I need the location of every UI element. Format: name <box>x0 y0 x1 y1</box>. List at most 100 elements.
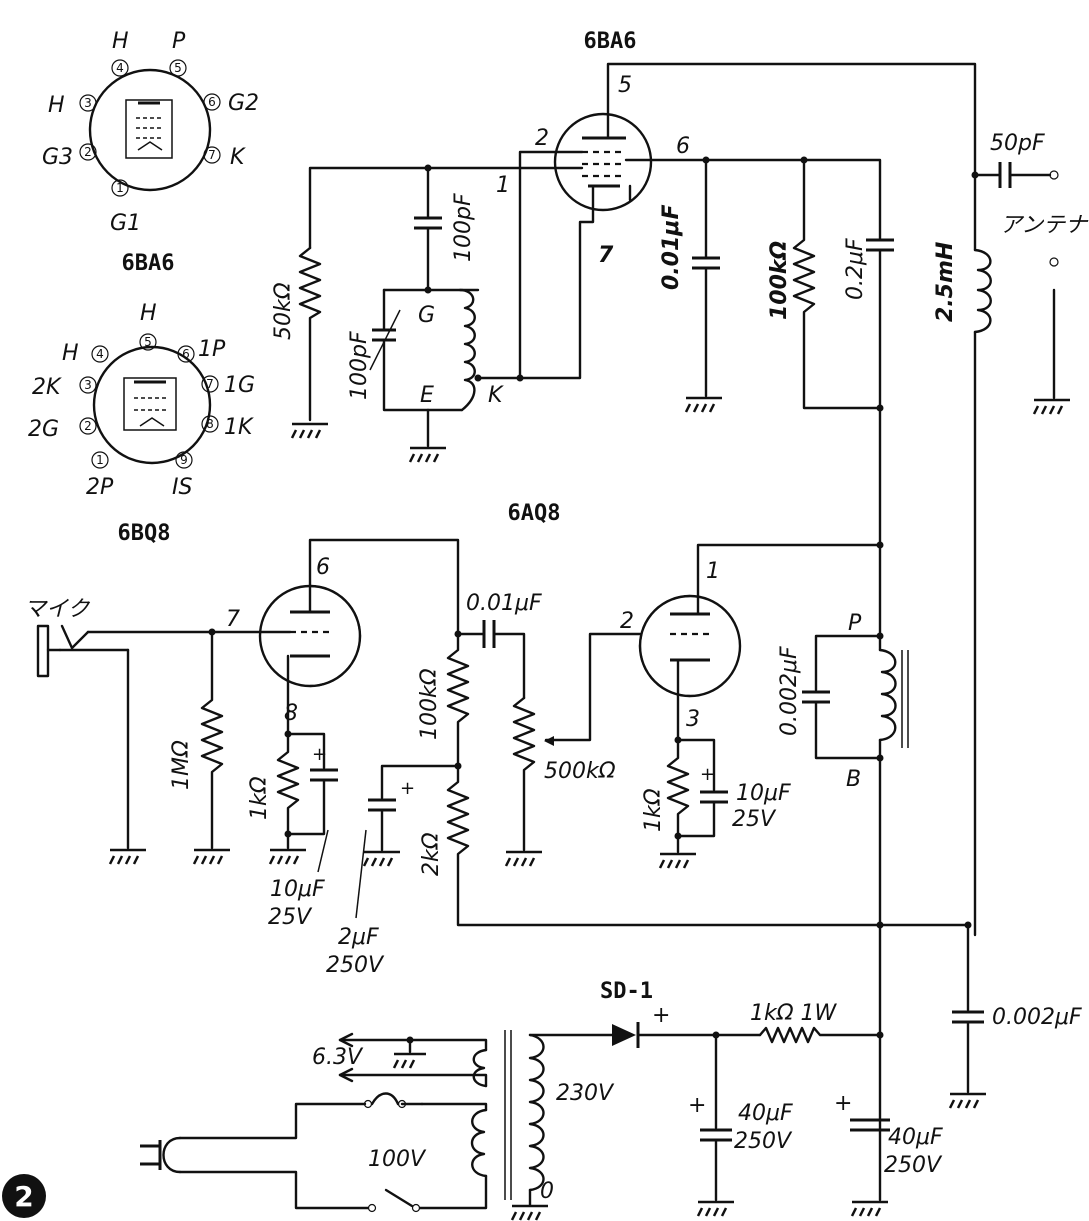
label-c-f1-value: 40μF <box>738 1101 793 1126</box>
pin-number: 6 <box>182 347 190 361</box>
label-primary: 100V <box>368 1147 427 1172</box>
label-c-couple: 0.01μF <box>466 591 542 616</box>
basing-title: 6BQ8 <box>118 521 171 546</box>
polarity-plus: + <box>312 744 327 765</box>
rf-oscillator-6ba6: 6BA6 5 2 1 6 7 50kΩ <box>271 29 1089 937</box>
tube-6aq8-unit2 <box>638 594 742 698</box>
pin-number: 7 <box>206 377 214 391</box>
label-c-ant: 50pF <box>990 131 1045 156</box>
label-mod-b: B <box>846 767 861 792</box>
pin-number: 7 <box>208 148 216 162</box>
pin-label: 2K <box>32 375 62 400</box>
basing-6bq8: 5 6 7 8 9 1 2 3 4 H 1P 1G 1K IS 2P 2G 2K… <box>28 301 255 546</box>
label-c-f2-voltage: 250V <box>884 1153 943 1178</box>
label-c-k1-value: 10μF <box>270 877 325 902</box>
label-heater: 6.3V <box>312 1045 364 1070</box>
label-c-screen: 0.01μF <box>659 205 684 291</box>
label-r-dec: 2kΩ <box>419 832 444 876</box>
polarity-plus: + <box>652 1003 670 1028</box>
figure-number: 2 <box>14 1180 33 1213</box>
pin-number: 3 <box>84 96 92 110</box>
label-r-k1: 1kΩ <box>247 776 272 820</box>
label-c-screen2: 0.2μF <box>843 238 868 300</box>
pin-label: 1P <box>198 337 226 362</box>
label-mod-p: P <box>848 611 862 636</box>
pin-label: 5 <box>618 73 632 98</box>
label-c-tank: 100pF <box>347 331 372 400</box>
pin-number: 9 <box>180 453 188 467</box>
pin-label: IS <box>172 475 192 500</box>
label-diode: SD-1 <box>600 979 653 1004</box>
label-mic: マイク <box>24 597 91 622</box>
label-r-mic: 1MΩ <box>169 740 194 790</box>
pin-label: 6 <box>316 555 330 580</box>
pin-number: 5 <box>174 61 182 75</box>
label-rfc: 2.5mH <box>933 242 958 322</box>
pin-number: 3 <box>84 378 92 392</box>
label-r-k2: 1kΩ <box>641 788 666 832</box>
label-c-f2-value: 40μF <box>888 1125 943 1150</box>
pin-number: 1 <box>116 181 124 195</box>
basing-6ba6: 4 5 6 7 1 2 3 H P G2 K G1 G3 H 6BA6 <box>42 29 259 276</box>
pin-label: P <box>172 29 186 54</box>
pin-number: 2 <box>84 419 92 433</box>
label-c-dec-voltage: 250V <box>326 953 385 978</box>
label-c-k2-voltage: 25V <box>732 807 777 832</box>
polarity-plus: + <box>700 764 715 785</box>
pin-number: 8 <box>206 417 214 431</box>
tube-title-6aq8: 6AQ8 <box>508 501 561 526</box>
pin-number: 4 <box>96 347 104 361</box>
pin-number: 6 <box>208 95 216 109</box>
pin-label: H <box>140 301 157 326</box>
tube-title-6ba6: 6BA6 <box>584 29 637 54</box>
label-tap-k: K <box>488 383 504 408</box>
pin-label: K <box>230 145 246 170</box>
label-r-filter: 1kΩ 1W <box>750 1001 838 1026</box>
label-r-load: 100kΩ <box>417 668 442 740</box>
pin-number: 1 <box>96 453 104 467</box>
basing-title: 6BA6 <box>122 251 175 276</box>
label-zero: 0 <box>540 1179 554 1204</box>
label-tap-e: E <box>420 383 434 408</box>
label-secondary: 230V <box>556 1081 615 1106</box>
pin-label: 1 <box>706 559 720 584</box>
label-pot: 500kΩ <box>544 759 616 784</box>
pin-label: H <box>62 341 79 366</box>
power-supply: 0.002μF SD-1 + 1kΩ 1W + 40μF 250V + 40μF… <box>2 923 1082 1221</box>
pin-label: G1 <box>110 211 141 236</box>
label-c-mod: 0.002μF <box>777 646 802 736</box>
label-r-grid: 50kΩ <box>271 282 296 340</box>
pin-number: 2 <box>84 145 92 159</box>
label-c-grid: 100pF <box>451 193 476 262</box>
pin-label: 1 <box>496 173 510 198</box>
label-c-f1-voltage: 250V <box>734 1129 793 1154</box>
tube-6ba6 <box>553 112 653 212</box>
pin-label: 1K <box>224 415 254 440</box>
label-c-bypass: 0.002μF <box>992 1005 1082 1030</box>
polarity-plus: + <box>400 778 415 799</box>
pin-label: 2G <box>28 417 59 442</box>
pin-label: 7 <box>226 607 240 632</box>
polarity-plus: + <box>688 1093 706 1118</box>
pin-label: G2 <box>228 91 259 116</box>
label-tap-g: G <box>418 303 435 328</box>
pin-label: H <box>112 29 129 54</box>
pin-label: 3 <box>686 707 700 732</box>
pin-label: H <box>48 93 65 118</box>
label-c-dec-value: 2μF <box>338 925 379 950</box>
pin-label: 2 <box>535 126 549 151</box>
pin-label: 7 <box>598 243 614 268</box>
pin-number: 5 <box>144 335 152 349</box>
pin-label: 8 <box>284 701 298 726</box>
label-c-k2-value: 10μF <box>736 781 791 806</box>
pin-label: 6 <box>676 134 690 159</box>
label-c-k1-voltage: 25V <box>268 905 313 930</box>
pin-label: 1G <box>224 373 255 398</box>
pin-number: 4 <box>116 61 124 75</box>
pin-label: 2P <box>86 475 114 500</box>
label-antenna: アンテナ <box>1000 213 1089 238</box>
pin-label: G3 <box>42 145 73 170</box>
audio-6aq8: 6AQ8 6 7 8 マイク 1MΩ + 1kΩ <box>24 501 972 1202</box>
label-r-screen: 100kΩ <box>767 241 792 320</box>
